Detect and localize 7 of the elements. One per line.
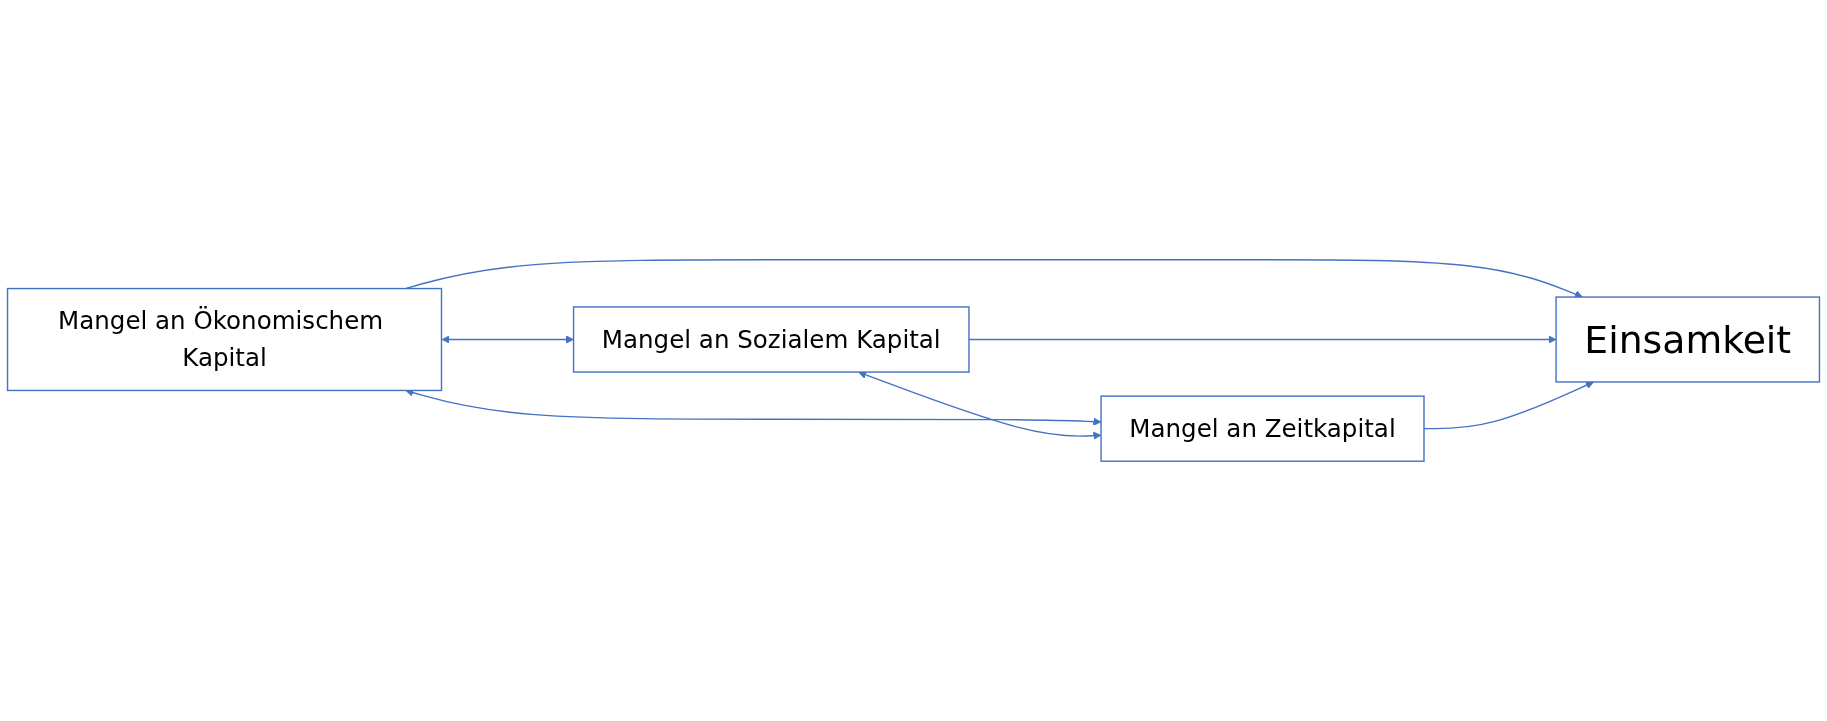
arrow bbox=[968, 335, 1557, 344]
node-box: Mangel an Zeitkapital bbox=[1100, 395, 1425, 462]
arrow bbox=[441, 335, 574, 344]
arrow bbox=[1423, 381, 1594, 430]
node-box: Mangel an Sozialem Kapital bbox=[572, 306, 970, 373]
node-box: Einsamkeit bbox=[1555, 296, 1821, 383]
node-box: Mangel an Ökonomischem Kapital bbox=[6, 287, 443, 392]
